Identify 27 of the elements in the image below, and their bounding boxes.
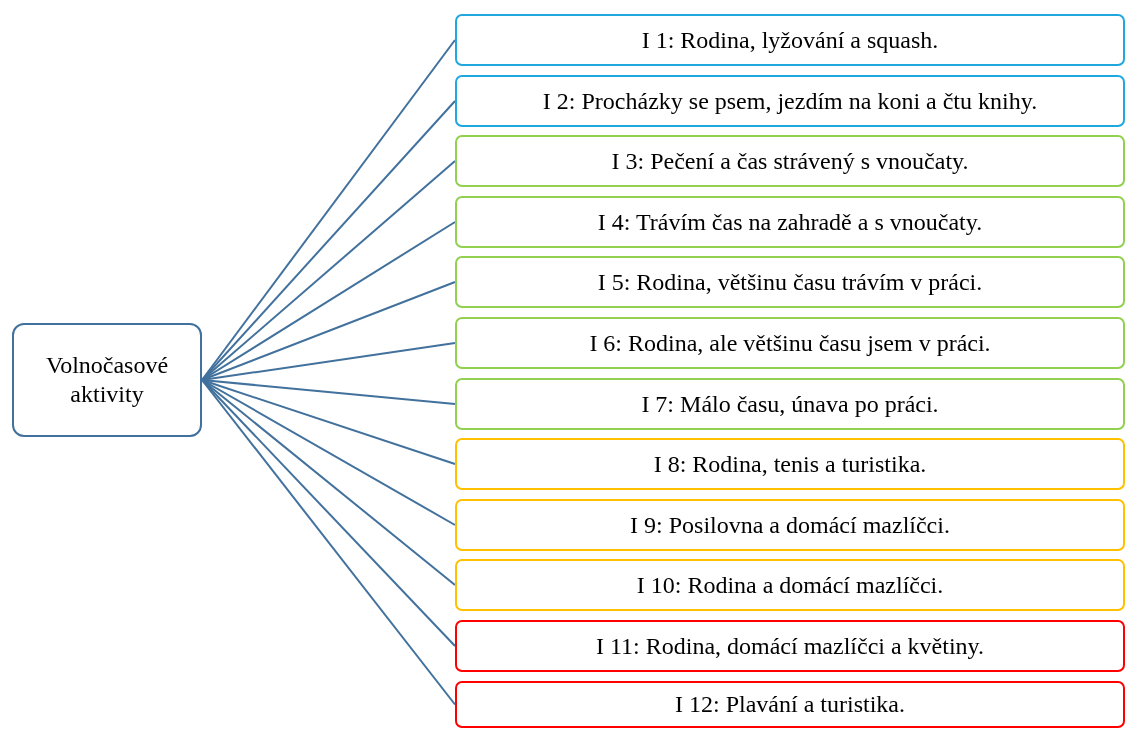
connector-line [201, 379, 456, 706]
node-label: I 9: Posilovna a domácí mazlíčci. [630, 511, 950, 539]
answer-box [455, 196, 1125, 248]
answer-box [455, 256, 1125, 308]
node-label: I 7: Málo času, únava po práci. [641, 390, 939, 418]
node-label: I 12: Plavání a turistika. [675, 691, 905, 718]
answer-box [455, 559, 1125, 611]
node-label: I 4: Trávím čas na zahradě a s vnoučaty. [597, 208, 983, 236]
answer-box [455, 620, 1125, 672]
answer-box [455, 681, 1125, 728]
answer-box [455, 135, 1125, 187]
node-label: I 1: Rodina, lyžování a squash. [641, 26, 939, 54]
node-label: I 2: Procházky se psem, jezdím na koni a čtu knihy. [542, 87, 1038, 115]
node-label: I 5: Rodina, většinu času trávím v práci. [597, 268, 983, 296]
node-label: I 6: Rodina, ale většinu času jsem v práci. [589, 329, 991, 357]
node-label: I 11: Rodina, domácí mazlíčci a květiny. [595, 632, 985, 660]
node-label: Volnočasové aktivity [44, 351, 170, 409]
node-label: I 8: Rodina, tenis a turistika. [653, 450, 927, 478]
answer-box [455, 317, 1125, 369]
node-label: I 10: Rodina a domácí mazlíčci. [636, 571, 944, 599]
answer-box [455, 499, 1125, 551]
answer-box [455, 14, 1125, 66]
node-label: I 3: Pečení a čas strávený s vnoučaty. [611, 147, 969, 175]
answer-box [455, 75, 1125, 127]
topic-box [12, 323, 202, 437]
answer-box [455, 378, 1125, 430]
answer-box [455, 438, 1125, 490]
